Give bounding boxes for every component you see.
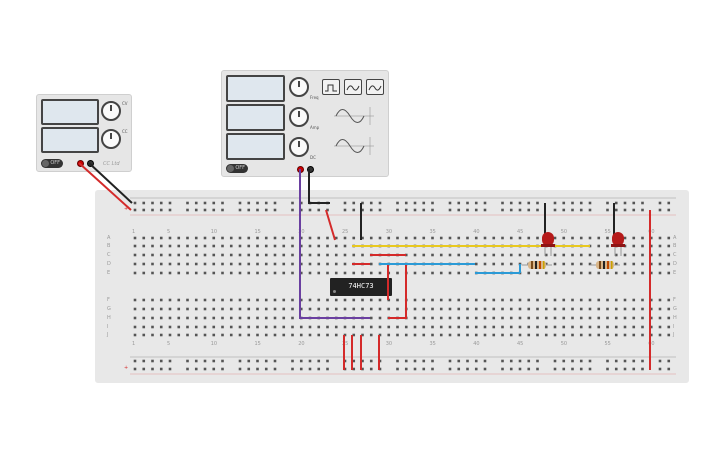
column-number: 20: [298, 229, 305, 235]
display-1: [226, 75, 285, 102]
column-number: 10: [210, 341, 218, 347]
square-wave-button[interactable]: [322, 79, 340, 95]
top-rail-plus: +: [124, 206, 129, 212]
column-number: 30: [385, 229, 393, 235]
breadboard[interactable]: [95, 190, 689, 383]
column-number: 40: [473, 341, 480, 347]
row-letter-left: A: [107, 235, 111, 241]
frequency-label: Freq: [310, 95, 319, 100]
row-letter-right: A: [673, 235, 677, 241]
wire-red-1[interactable]: [325, 209, 336, 241]
column-number: 15: [254, 229, 261, 235]
row-letter-right: F: [673, 297, 676, 303]
row-letter-left: H: [107, 315, 111, 321]
column-number: 45: [517, 229, 524, 235]
led-2[interactable]: [611, 232, 625, 256]
resistor-2[interactable]: [590, 261, 620, 269]
column-number: 30: [385, 341, 393, 347]
column-number: 5: [167, 229, 171, 235]
row-letter-left: D: [107, 261, 111, 267]
column-number: 55: [604, 229, 611, 235]
resistor-1[interactable]: [522, 261, 552, 269]
row-letter-right: C: [673, 252, 677, 258]
bottom-rail-plus: +: [124, 365, 129, 371]
wire-red-5[interactable]: [388, 264, 407, 319]
column-number: 1: [132, 229, 136, 235]
toggle-label: OFF: [50, 160, 60, 166]
row-letter-left: C: [107, 252, 111, 258]
square-wave-icon: [325, 84, 337, 92]
column-number: 35: [429, 341, 436, 347]
current-display: [41, 127, 99, 153]
triangle-wave-button[interactable]: [344, 79, 362, 95]
wire-black-fg[interactable]: [308, 169, 330, 204]
row-letter-right: E: [673, 270, 677, 276]
column-number: 5: [167, 341, 171, 347]
row-letter-left: E: [107, 270, 111, 276]
toggle-label: OFF: [235, 165, 245, 171]
sine-wave-button[interactable]: [366, 79, 384, 95]
column-number: 25: [342, 229, 349, 235]
chip-label: 74HC73: [348, 282, 374, 290]
wire-purple-fg[interactable]: [299, 169, 370, 319]
column-number: 50: [560, 229, 568, 235]
power-supply[interactable]: CV CC OFF CC Ltd: [36, 94, 132, 172]
voltage-display: [41, 99, 99, 125]
column-number: 20: [298, 341, 305, 347]
current-knob-label: CC: [122, 129, 128, 134]
column-number: 55: [604, 341, 611, 347]
row-letter-right: J: [673, 332, 675, 338]
column-number: 40: [473, 229, 480, 235]
row-letter-right: D: [673, 261, 677, 267]
row-letter-left: F: [107, 297, 110, 303]
row-letter-left: B: [107, 243, 111, 249]
row-letter-right: H: [673, 315, 677, 321]
amplitude-label: Amp: [310, 125, 320, 130]
row-letter-right: I: [673, 324, 675, 330]
power-toggle[interactable]: OFF: [41, 159, 63, 168]
column-number: 15: [254, 341, 261, 347]
current-knob[interactable]: [101, 129, 121, 149]
voltage-knob[interactable]: [101, 101, 121, 121]
column-number: 25: [342, 341, 349, 347]
led-1[interactable]: [541, 232, 555, 256]
row-letter-right: G: [673, 306, 677, 312]
offset-label: DC: [310, 155, 316, 160]
power-toggle[interactable]: OFF: [226, 164, 248, 173]
column-number: 45: [517, 341, 524, 347]
offset-knob[interactable]: [289, 137, 309, 157]
triangle-wave-icon: [346, 85, 360, 91]
wire-red-supply[interactable]: [78, 162, 132, 211]
display-2: [226, 104, 285, 131]
row-letter-left: J: [107, 332, 109, 338]
sine-wave-icon: [368, 85, 382, 91]
row-letter-right: B: [673, 243, 677, 249]
voltage-knob-label: CV: [122, 101, 128, 106]
pin-1-marker: [333, 290, 336, 293]
column-number: 50: [560, 341, 568, 347]
column-number: 60: [648, 341, 655, 347]
column-number: 35: [429, 229, 436, 235]
row-letter-left: G: [107, 306, 111, 312]
output-negative-terminal[interactable]: [307, 166, 314, 173]
frequency-knob[interactable]: [289, 77, 309, 97]
column-number: 1: [132, 341, 136, 347]
waveform-graphic-1: [334, 107, 374, 125]
wire-black-supply[interactable]: [88, 162, 133, 204]
column-number: 60: [648, 229, 655, 235]
ic-74hc73[interactable]: 74HC73: [330, 278, 392, 296]
function-generator[interactable]: Freq Amp DC OFF: [221, 70, 389, 177]
waveform-graphic-2: [334, 137, 374, 155]
brand-label: CC Ltd: [103, 161, 120, 167]
amplitude-knob[interactable]: [289, 107, 309, 127]
display-3: [226, 133, 285, 160]
row-letter-left: I: [107, 324, 109, 330]
column-number: 10: [210, 229, 218, 235]
